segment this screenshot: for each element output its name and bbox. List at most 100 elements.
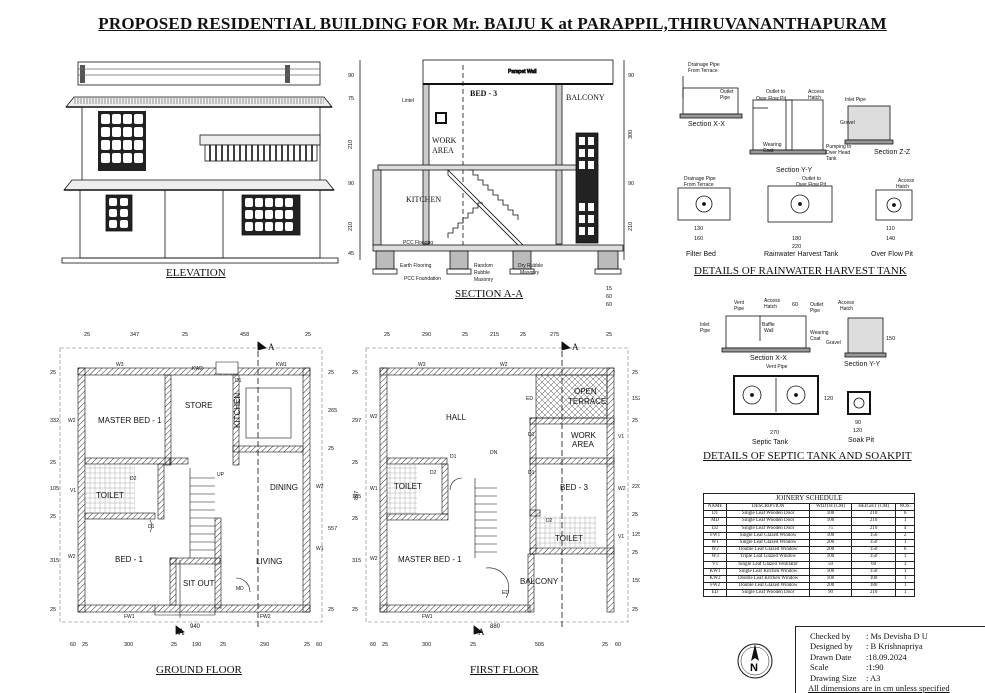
ff-dim-bot-4: 505 xyxy=(535,642,544,648)
section-label-dry-rubble: Dry Rubble xyxy=(518,263,543,269)
ff-dim-right-5: 125 xyxy=(632,532,640,538)
rwh-sec-zz: Section Z-Z xyxy=(874,149,911,156)
joinery-cell: Single Leaf Glazed Ventilator xyxy=(726,560,811,569)
gf-dim-top-0: 25 xyxy=(84,332,90,338)
elevation-caption: ELEVATION xyxy=(166,267,226,279)
ff-dim-left-6: 25 xyxy=(352,607,358,613)
gf-opening-d1: D1 xyxy=(235,378,242,384)
joinery-cell: 100 xyxy=(809,510,852,519)
svg-text:90: 90 xyxy=(348,73,354,79)
gf-room-bed1: BED - 1 xyxy=(115,555,144,564)
joinery-cell: 150 xyxy=(850,553,897,562)
septic-caption: DETAILS OF SEPTIC TANK AND SOAKPIT xyxy=(703,450,912,462)
ff-dim-bot-3: 25 xyxy=(470,642,476,648)
joinery-cell: 1 xyxy=(895,574,915,584)
ff-room-terrace: TERRACE xyxy=(568,397,606,406)
ff-dim-overall: 897 xyxy=(354,491,360,500)
drawn-date-value: :18.09.2024 xyxy=(866,651,907,662)
rwh-label-wearing: Wearing xyxy=(763,142,782,148)
rwh-label-coat: Coat xyxy=(763,148,774,154)
ff-dim-right-1: 152 xyxy=(632,396,640,402)
joinery-cell: Single Leaf Glazed Window xyxy=(726,538,811,548)
ff-dim-right-6: 25 xyxy=(632,550,638,556)
joinery-cell: 1 xyxy=(895,538,915,548)
title-block: Checked by: Ms Devisha D U Designed by: … xyxy=(795,626,985,693)
ff-room-open: OPEN xyxy=(574,387,597,396)
joinery-header: DESCRIPTION xyxy=(726,502,811,512)
soak-pit-caption: Soak Pit xyxy=(848,437,874,444)
joinery-cell: Double Leaf Glazed Window xyxy=(726,582,811,591)
rwh-label-outlet-to-2: Outlet to xyxy=(802,176,821,182)
section-label-lintel: Lintel xyxy=(402,98,414,104)
first-floor-plan: HALL OPEN TERRACE WORK AREA TOILET BED -… xyxy=(352,332,640,648)
joinery-header: HEIGHT (CM) xyxy=(850,502,897,512)
rwh-label-over-flow: Over Flow Pit xyxy=(756,96,787,102)
joinery-cell: 4 xyxy=(895,524,915,533)
scale-value: :1:90 xyxy=(866,662,884,673)
ff-opening-d1-b: D1 xyxy=(450,454,457,460)
gf-dim-bot-4: 190 xyxy=(192,642,201,648)
gf-opening-v1: V1 xyxy=(70,488,76,494)
ff-dim-right-7: 150 xyxy=(632,578,640,584)
joinery-cell: ED xyxy=(702,589,728,598)
septic-label-pipe: Pipe xyxy=(734,306,744,312)
gf-dim-total: 940 xyxy=(190,624,201,630)
gf-opening-fw2: FW2 xyxy=(260,614,271,620)
joinery-cell: 75 xyxy=(809,524,852,533)
gf-dim-left-3: 105 xyxy=(50,486,59,492)
joinery-cell: 1 xyxy=(895,553,915,562)
septic-dim-90: 90 xyxy=(855,420,861,426)
gf-dim-bot-2: 300 xyxy=(124,642,133,648)
septic-label-access-2: Access xyxy=(838,300,855,306)
ff-dim-right-0: 25 xyxy=(632,370,638,376)
ff-dim-top-6: 25 xyxy=(606,332,612,338)
ff-room-toilet: TOILET xyxy=(394,482,422,491)
svg-text:210: 210 xyxy=(348,140,354,149)
gf-room-sitout: SIT OUT xyxy=(183,579,215,588)
septic-label-inlet: Inlet xyxy=(700,322,710,328)
rwh-label-access: Access xyxy=(808,89,825,95)
ff-room-area: AREA xyxy=(572,440,594,449)
gf-dim-bot-3: 25 xyxy=(171,642,177,648)
joinery-cell: 210 xyxy=(850,524,897,533)
joinery-cell: 50 xyxy=(809,560,852,569)
ff-dim-left-1: 297 xyxy=(352,418,361,424)
gf-dim-right-3: 557 xyxy=(328,526,337,532)
septic-label-outlet: Outlet xyxy=(810,302,824,308)
dimensions-note: All dimensions are in cm unless specifie… xyxy=(808,683,950,693)
rwh-dim-180: 180 xyxy=(792,236,801,242)
ff-opening-w2-e: W2 xyxy=(618,486,626,492)
ff-dim-top-1: 290 xyxy=(422,332,431,338)
joinery-header: WIDTH (CM) xyxy=(809,502,852,512)
gf-dim-bot-1: 25 xyxy=(82,642,88,648)
ff-room-work: WORK xyxy=(571,431,597,440)
ff-opening-v1-b: V1 xyxy=(618,534,624,540)
gf-room-kitchen: KITCHEN xyxy=(233,393,242,428)
joinery-cell: Triple Leaf Glazed Window xyxy=(726,553,811,562)
rwh-label-drainage: Drainage Pipe xyxy=(688,62,720,68)
joinery-cell: 150 xyxy=(850,531,897,540)
section-label-balcony: BALCONY xyxy=(566,93,605,102)
joinery-cell: KW2 xyxy=(702,574,728,584)
septic-label-hatch: Hatch xyxy=(764,304,777,310)
ff-room-toilet2: TOILET xyxy=(555,534,583,543)
gf-room-dining: DINING xyxy=(270,483,298,492)
joinery-cell: Single Leaf Kitchen Window xyxy=(726,567,811,576)
joinery-cell: 150 xyxy=(850,538,897,548)
ff-room-master-bed: MASTER BED - 1 xyxy=(398,555,462,564)
ff-dim-right-4: 25 xyxy=(632,512,638,518)
gf-room-living: LIVING xyxy=(256,557,282,566)
septic-label-baffle: Baffle xyxy=(762,322,775,328)
gf-room-store: STORE xyxy=(185,401,212,410)
joinery-cell: 1 xyxy=(895,517,915,526)
joinery-cell: 1 xyxy=(895,567,915,576)
septic-label-gravel: Gravel xyxy=(826,340,841,346)
joinery-cell: D2 xyxy=(702,524,728,533)
north-letter: N xyxy=(750,662,758,674)
gf-dim-left-6: 25 xyxy=(50,607,56,613)
